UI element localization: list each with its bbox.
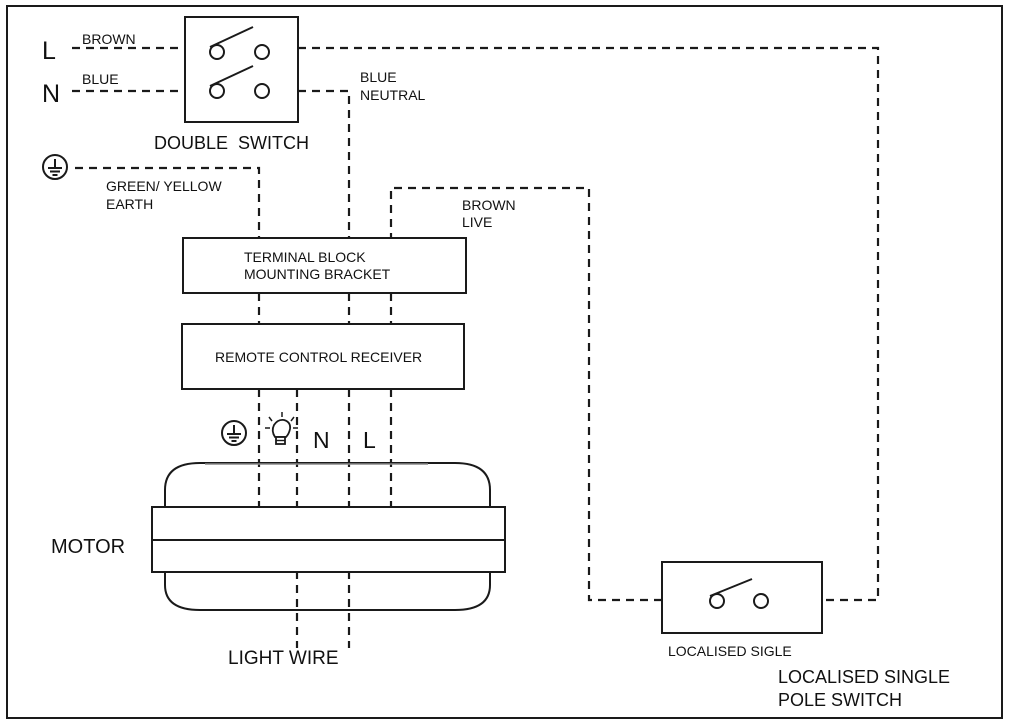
wire-label-green-yellow: GREEN/ YELLOW bbox=[106, 178, 222, 194]
switch-contact bbox=[254, 83, 270, 99]
motor-body-bottom bbox=[164, 572, 491, 611]
light-bulb-icon bbox=[265, 412, 298, 445]
light-wire-label: LIGHT WIRE bbox=[228, 648, 339, 669]
double-switch-box bbox=[184, 16, 299, 123]
localised-sigle-label: LOCALISED SIGLE bbox=[668, 643, 792, 659]
remote-receiver-label: REMOTE CONTROL RECEIVER bbox=[215, 349, 422, 365]
wire-label-brown: BROWN bbox=[82, 31, 136, 47]
wire-label-brown-live-2: LIVE bbox=[462, 214, 492, 230]
wire-brown-live bbox=[389, 186, 662, 602]
wire-switched-live bbox=[298, 46, 880, 602]
line-label-n: N bbox=[42, 80, 60, 108]
diagram-frame bbox=[6, 5, 1003, 719]
remote-receiver-box bbox=[181, 323, 465, 390]
terminal-block-label-1: TERMINAL BLOCK bbox=[244, 249, 366, 265]
switch-lever bbox=[209, 26, 254, 48]
terminal-block-label-2: MOUNTING BRACKET bbox=[244, 266, 391, 282]
wire-label-blue-neutral-1: BLUE bbox=[360, 69, 397, 85]
earth-ground-icon bbox=[42, 154, 68, 180]
wire-blue-neutral bbox=[298, 89, 351, 238]
wire-label-blue-neutral-2: NEUTRAL bbox=[360, 87, 426, 103]
line-label-l: L bbox=[42, 37, 56, 65]
localised-switch-box bbox=[661, 561, 823, 634]
wire-label-blue: BLUE bbox=[82, 71, 119, 87]
switch-contact bbox=[209, 44, 225, 60]
switch-lever bbox=[209, 65, 254, 87]
double-switch-label: DOUBLE SWITCH bbox=[154, 133, 309, 153]
switch-lever bbox=[709, 578, 753, 597]
terminal-block-box bbox=[182, 237, 467, 294]
motor-band-upper bbox=[151, 506, 506, 541]
wire-label-brown-live-1: BROWN bbox=[462, 197, 516, 213]
motor-band-lower bbox=[151, 539, 506, 573]
motor-terminal-l: L bbox=[363, 427, 376, 453]
earth-ground-icon bbox=[221, 420, 247, 446]
motor-label: MOTOR bbox=[51, 536, 125, 558]
localised-pole-label-2: POLE SWITCH bbox=[778, 690, 902, 710]
wire-label-earth: EARTH bbox=[106, 196, 153, 212]
motor-terminal-n: N bbox=[313, 427, 330, 453]
switch-contact bbox=[753, 593, 769, 609]
switch-contact bbox=[254, 44, 270, 60]
wire-earth bbox=[75, 166, 261, 238]
localised-pole-label-1: LOCALISED SINGLE bbox=[778, 667, 950, 687]
switch-contact bbox=[209, 83, 225, 99]
motor-body-top bbox=[164, 462, 491, 507]
